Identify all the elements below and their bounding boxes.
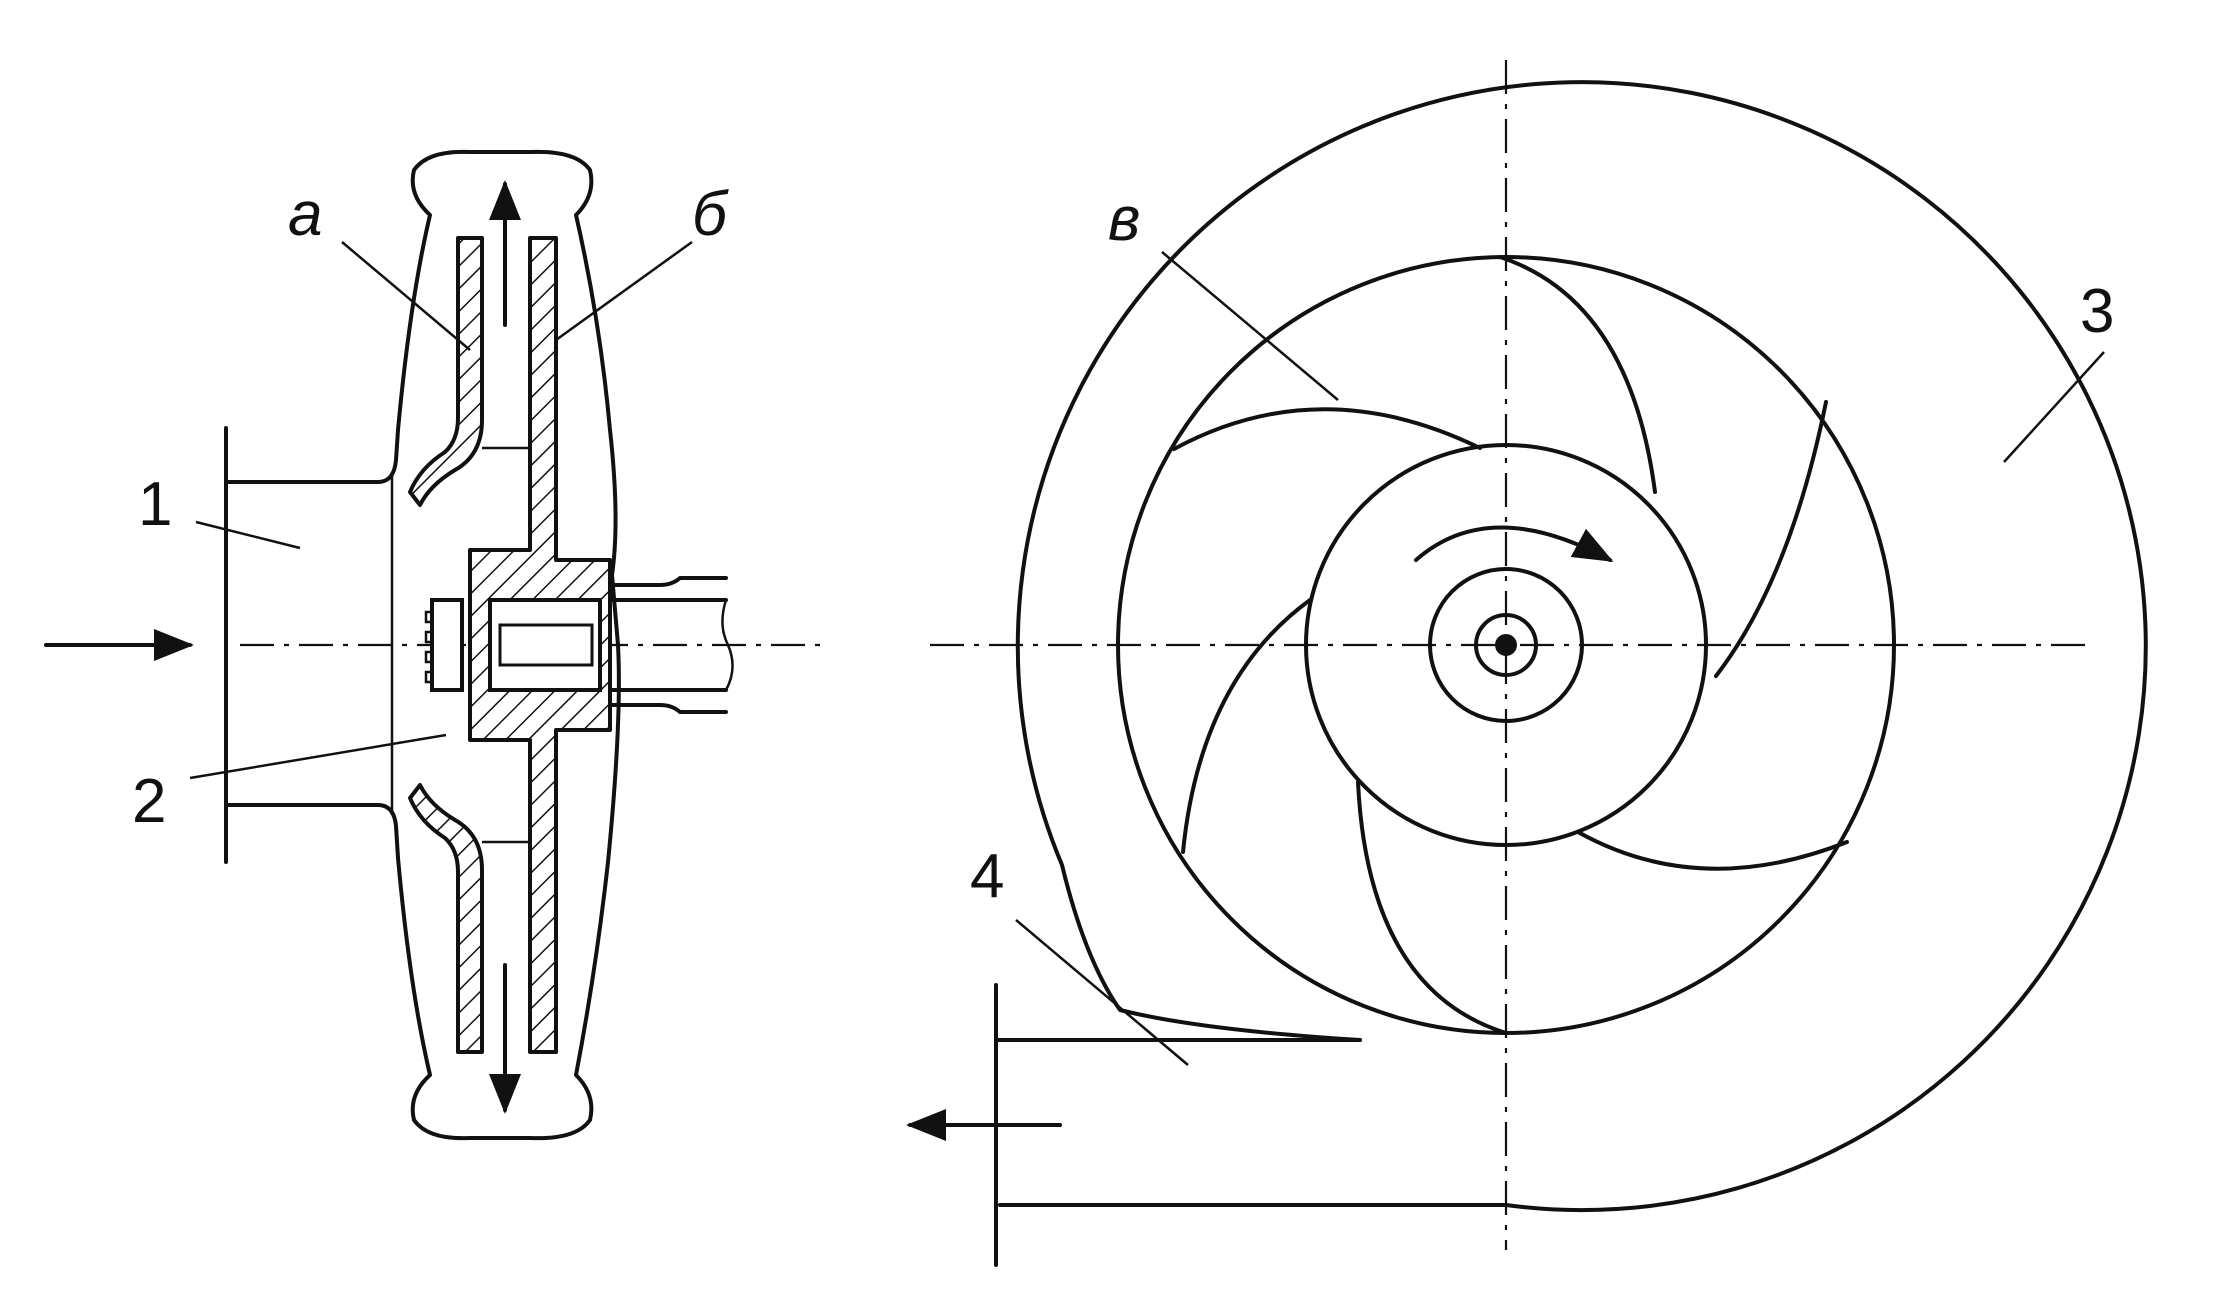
nut-teeth [424, 610, 432, 684]
blade [1576, 830, 1849, 871]
label-front-disk: а [288, 180, 322, 249]
impeller-blades [1172, 255, 1849, 1035]
front-disk-upper [408, 236, 484, 507]
leader-a [341, 241, 471, 351]
side-section-view: а б 1 2 [44, 149, 820, 1141]
blade [1181, 598, 1312, 854]
label-rear-disk: б [692, 180, 729, 249]
leader-2 [189, 733, 447, 780]
blade [1172, 407, 1482, 451]
front-view: в 3 4 [906, 60, 2148, 1267]
leader-blade [1161, 251, 1339, 401]
volute-casing [998, 80, 2148, 1213]
inlet-duct [224, 428, 400, 860]
shaft-break [721, 599, 734, 691]
label-blade: в [1108, 185, 1140, 254]
blade [1498, 255, 1657, 494]
volute-casing-section [396, 149, 621, 1141]
leader-1 [195, 520, 301, 550]
front-disk-lower [408, 783, 484, 1054]
leader-volute [2003, 351, 2105, 463]
blade [1714, 400, 1828, 678]
hub-ring [1428, 567, 1584, 723]
shaft-key [498, 623, 594, 667]
label-outlet: 4 [970, 842, 1004, 911]
shaft-ring [1474, 613, 1538, 677]
blade [1356, 780, 1508, 1035]
leader-outlet [1015, 919, 1189, 1066]
label-volute: 3 [2080, 277, 2114, 346]
label-impeller-eye: 2 [132, 767, 166, 836]
shaft [608, 598, 728, 692]
rotation-arrow [1414, 525, 1614, 562]
bearing-housing [608, 576, 728, 714]
hub-nut [430, 598, 464, 692]
impeller-inner-circle [1304, 443, 1708, 847]
label-inlet: 1 [138, 470, 172, 539]
shaft-center [1495, 634, 1517, 656]
leader-b [555, 240, 693, 342]
